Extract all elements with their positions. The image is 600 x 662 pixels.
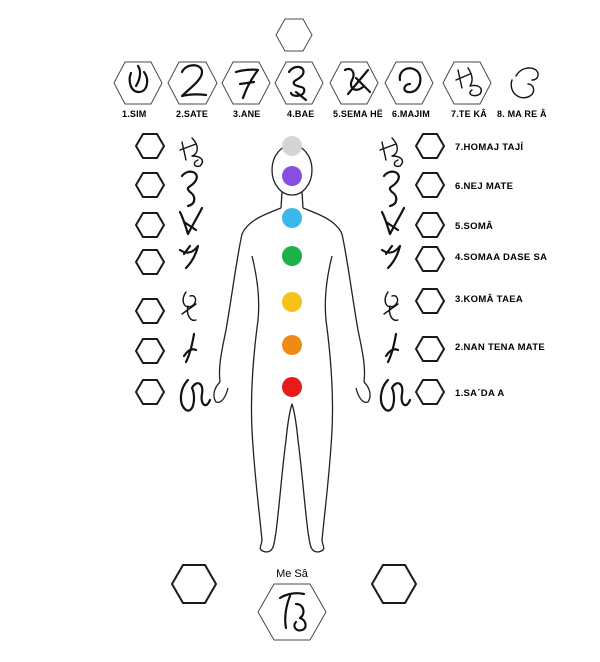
nej-glyph-icon bbox=[382, 170, 400, 208]
top-symbol-label: 6.MAJIM bbox=[392, 109, 430, 119]
top-symbol-1: 1.SIM bbox=[113, 61, 163, 119]
top-symbol-label: 8. MA RE Â bbox=[497, 108, 547, 119]
somaa-glyph-icon bbox=[380, 244, 402, 270]
chakra-label-5: 5.SOMÂ bbox=[455, 220, 493, 232]
left-hand bbox=[213, 381, 229, 403]
top-symbol-6: 6.MAJIM bbox=[384, 61, 434, 119]
left-column bbox=[134, 133, 212, 412]
nej-glyph-icon bbox=[180, 170, 198, 208]
right-hexagon-6 bbox=[414, 172, 446, 198]
right-hexagon-1 bbox=[414, 379, 446, 405]
left-hexagon-5 bbox=[134, 212, 166, 238]
top-symbol-label: 2.SATE bbox=[176, 109, 208, 119]
hexagon-icon bbox=[167, 61, 218, 105]
right-hand bbox=[355, 381, 371, 403]
solar-plexus-chakra-dot bbox=[282, 292, 302, 312]
bottom-right-hexagon bbox=[370, 564, 418, 604]
top-symbol-label: 5.SEMA HË bbox=[333, 109, 383, 119]
sim-glyph-icon bbox=[128, 64, 149, 94]
right-hexagon-7 bbox=[414, 133, 446, 159]
nan-glyph-icon bbox=[384, 332, 400, 364]
ane-glyph-icon bbox=[234, 68, 260, 100]
crown-chakra-dot bbox=[282, 136, 302, 156]
bottom-symbol-label: Me Sâ bbox=[276, 568, 309, 580]
sacral-chakra-dot bbox=[282, 335, 302, 355]
somaa-glyph-icon bbox=[178, 244, 200, 270]
root-chakra-dot bbox=[282, 377, 302, 397]
homaj-glyph-icon bbox=[179, 137, 204, 168]
sema-he-glyph-icon bbox=[343, 67, 372, 96]
sate-glyph-icon bbox=[180, 64, 208, 98]
chakra-label-1: 1.SA´DA A bbox=[455, 388, 505, 399]
ma-re-a-glyph-icon bbox=[510, 67, 539, 99]
neck bbox=[280, 191, 304, 209]
top-symbol-row: 1.SIM 2.SATE 3.ANE 4.BAE 5.SEMA HË 6.MAJ… bbox=[113, 61, 547, 119]
chakra-points bbox=[282, 136, 302, 397]
homaj-glyph-icon bbox=[379, 137, 404, 168]
left-hexagon-2 bbox=[134, 338, 166, 364]
top-hexagon bbox=[275, 18, 313, 52]
left-hexagon-7 bbox=[134, 133, 166, 159]
me-sa-glyph-icon bbox=[278, 592, 307, 632]
hexagon-icon bbox=[274, 61, 324, 105]
te-ka-glyph-icon bbox=[455, 67, 482, 97]
left-hexagon-1 bbox=[134, 379, 166, 405]
right-hexagon-2 bbox=[414, 336, 446, 362]
hexagon-icon bbox=[442, 61, 492, 105]
koma-glyph-icon bbox=[383, 291, 399, 321]
majim-glyph-icon bbox=[398, 67, 422, 94]
top-symbol-4: 4.BAE bbox=[274, 61, 324, 119]
top-symbol-label: 1.SIM bbox=[122, 109, 147, 119]
right-hexagon-4 bbox=[414, 246, 446, 272]
left-hexagon-6 bbox=[134, 172, 166, 198]
sada-glyph-icon bbox=[179, 378, 212, 412]
chakra-label-7: 7.HOMAJ TAJÍ bbox=[455, 142, 523, 153]
top-symbol-label: 4.BAE bbox=[287, 109, 315, 119]
bottom-center-hexagon bbox=[257, 583, 327, 641]
throat-chakra-dot bbox=[282, 208, 302, 228]
chakra-label-3: 3.KOMÂ TAEA bbox=[455, 293, 523, 305]
sada-glyph-icon bbox=[379, 378, 412, 412]
third-eye-chakra-dot bbox=[282, 166, 302, 186]
right-hexagon-3 bbox=[414, 288, 446, 314]
right-column: 7.HOMAJ TAJÍ 6.NEJ MATE 5.SOMÂ 4.SOMAA D… bbox=[379, 133, 547, 412]
koma-glyph-icon bbox=[181, 291, 197, 321]
top-symbol-2: 2.SATE bbox=[167, 61, 218, 119]
chakra-label-6: 6.NEJ MATE bbox=[455, 181, 513, 192]
left-hexagon-3 bbox=[134, 298, 166, 324]
top-symbol-5: 5.SEMA HË bbox=[329, 61, 383, 119]
torso-and-legs bbox=[218, 207, 366, 553]
top-symbol-label: 3.ANE bbox=[233, 109, 261, 119]
chakra-label-4: 4.SOMAA DASE SA bbox=[455, 252, 547, 263]
nan-glyph-icon bbox=[182, 332, 198, 364]
right-hexagon-5 bbox=[414, 212, 446, 238]
hexagon-icon bbox=[329, 61, 379, 105]
soma-glyph-icon bbox=[380, 206, 406, 236]
heart-chakra-dot bbox=[282, 246, 302, 266]
soma-glyph-icon bbox=[178, 206, 204, 236]
bottom-left-hexagon bbox=[170, 564, 218, 604]
top-symbol-3: 3.ANE bbox=[221, 61, 271, 119]
left-hexagon-4 bbox=[134, 249, 166, 275]
top-symbol-8: 8. MA RE Â bbox=[497, 67, 547, 119]
bae-glyph-icon bbox=[287, 65, 308, 102]
top-symbol-7: 7.TE KÂ bbox=[442, 61, 492, 119]
top-symbol-label: 7.TE KÂ bbox=[451, 108, 487, 119]
chakra-label-2: 2.NAN TENA MATE bbox=[455, 342, 545, 353]
